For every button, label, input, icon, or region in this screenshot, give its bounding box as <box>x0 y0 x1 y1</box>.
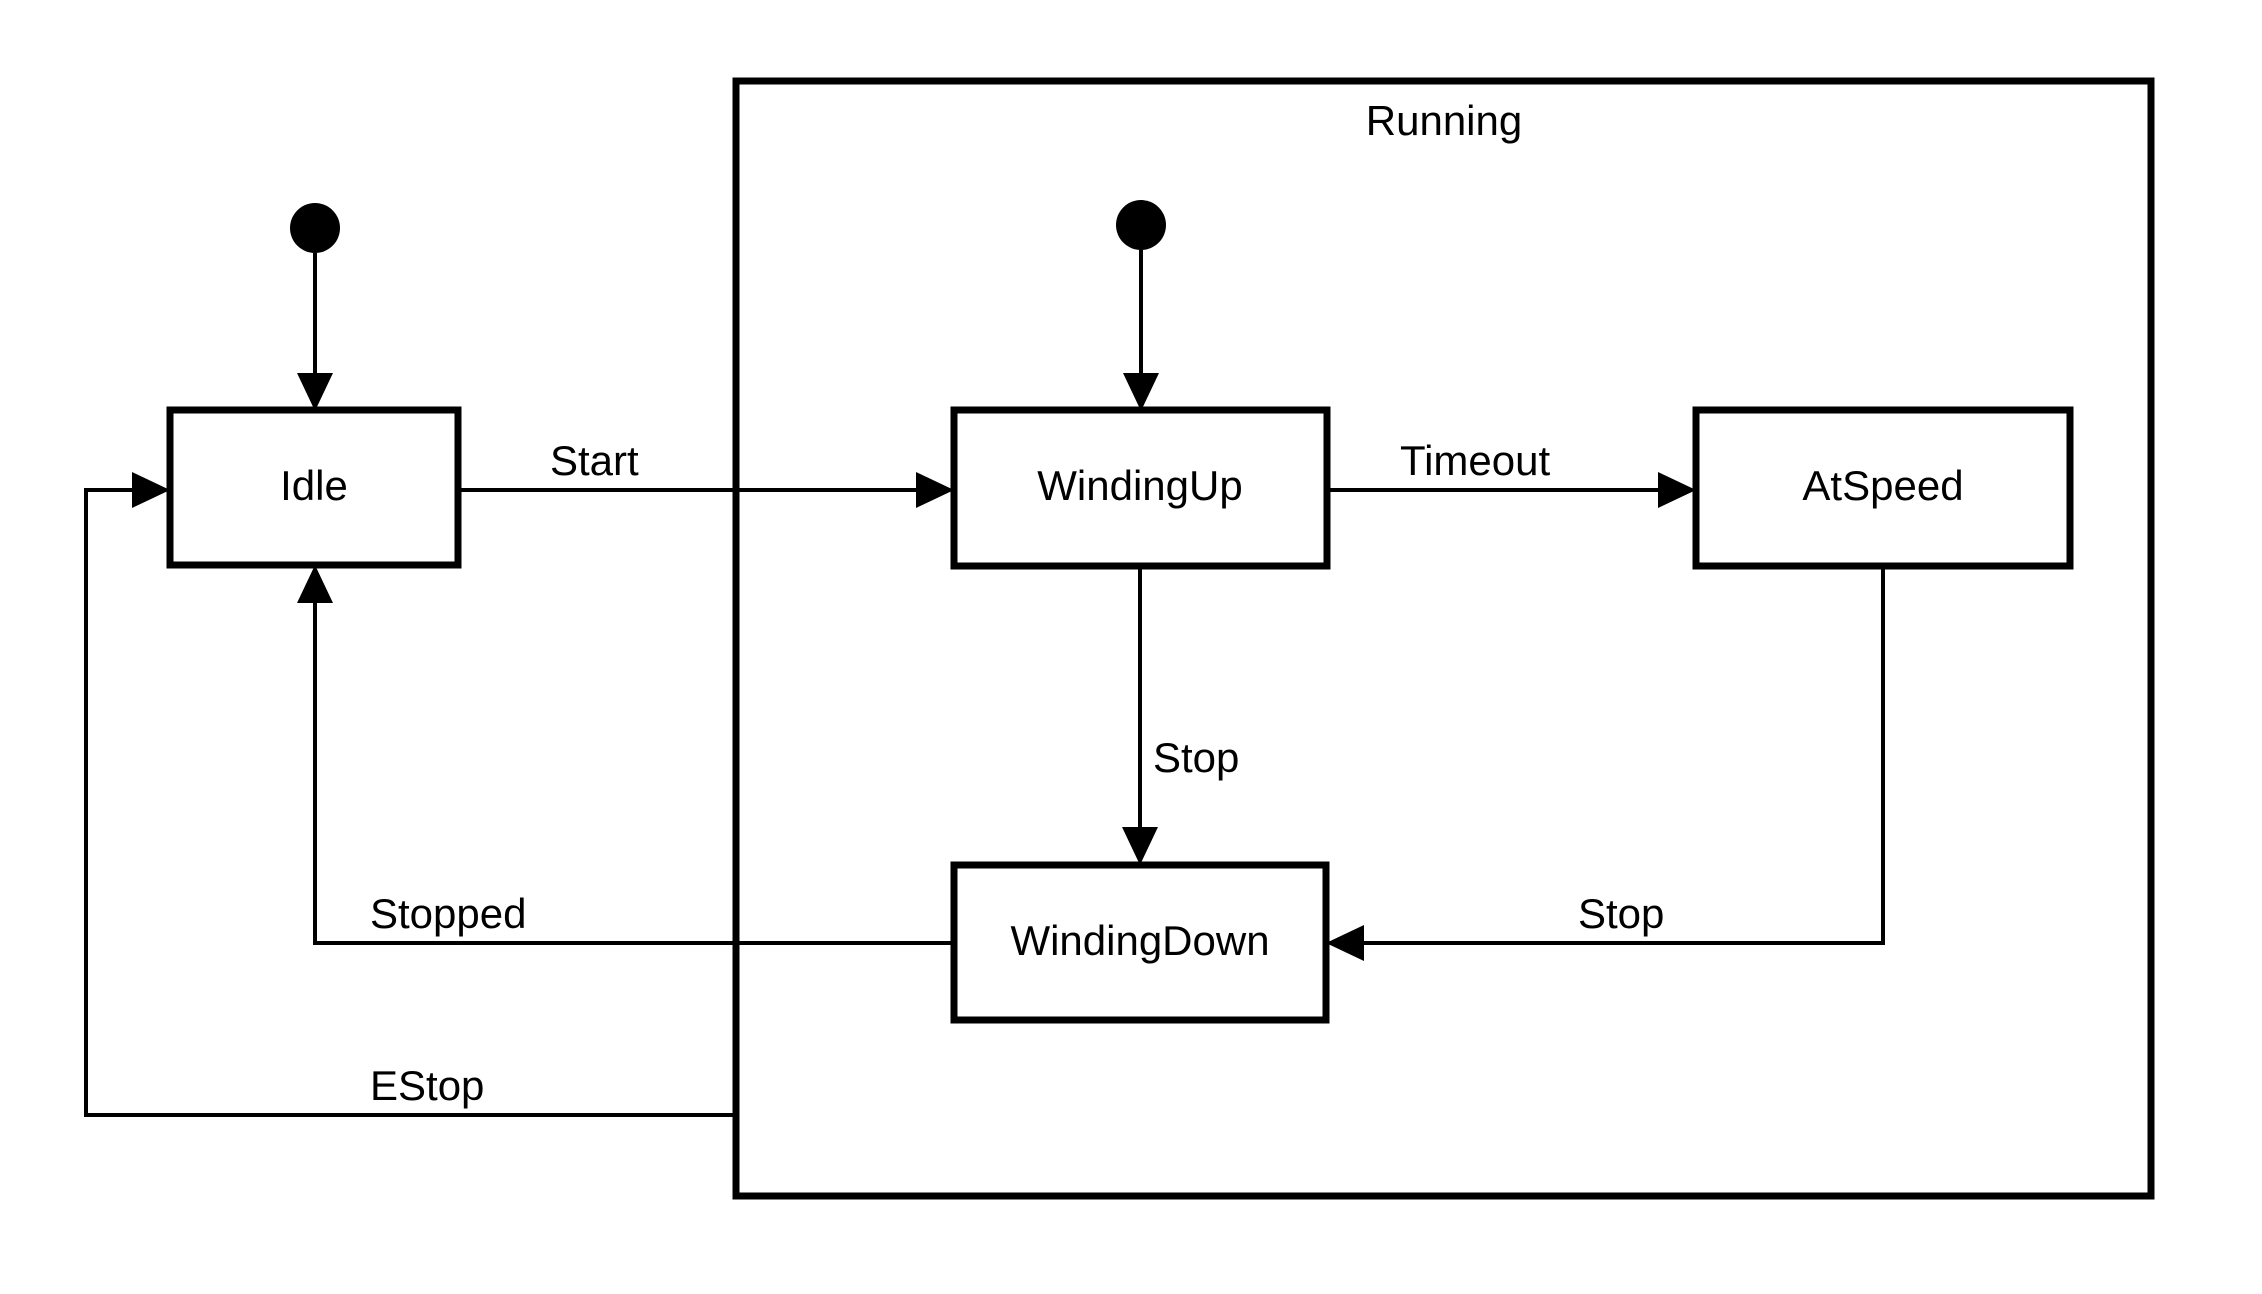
transition-start[interactable]: Start <box>458 437 954 508</box>
transition-stopped[interactable]: Stopped <box>297 565 954 945</box>
state-idle[interactable]: Idle <box>166 406 462 569</box>
transition-stopped-arrowhead <box>297 565 333 603</box>
initial-to-idle-arrowhead <box>297 373 333 411</box>
transition-stop-atspeed-arrowhead <box>1326 925 1364 961</box>
state-atspeed-box <box>1692 406 2074 570</box>
state-idle-box <box>166 406 462 569</box>
transition-estop[interactable]: EStop <box>84 472 736 1117</box>
state-atspeed[interactable]: AtSpeed <box>1692 406 2074 570</box>
initial-pseudostate-outer[interactable] <box>290 203 340 411</box>
initial-pseudostate-inner[interactable] <box>1116 200 1166 411</box>
initial-state-filled-circle-icon <box>290 203 340 253</box>
state-atspeed-label: AtSpeed <box>1802 462 1963 509</box>
state-windingup[interactable]: WindingUp <box>950 406 1331 570</box>
transition-estop-arrowhead <box>132 472 170 508</box>
transition-timeout[interactable]: Timeout <box>1327 437 1696 508</box>
composite-state-running-border <box>732 77 2155 1200</box>
transition-stop-atspeed[interactable]: Stop <box>1326 566 1885 961</box>
transition-timeout-label: Timeout <box>1400 437 1550 484</box>
transition-start-arrowhead <box>916 472 954 508</box>
state-idle-label: Idle <box>280 462 348 509</box>
transition-stop-windingup[interactable]: Stop <box>1122 566 1239 865</box>
state-windingdown-label: WindingDown <box>1010 917 1269 964</box>
transition-stop-atspeed-line <box>1349 566 1885 945</box>
transition-estop-line <box>84 488 736 1117</box>
state-windingup-box <box>950 406 1331 570</box>
transition-estop-label: EStop <box>370 1062 484 1109</box>
transition-start-label: Start <box>550 437 639 484</box>
composite-state-running[interactable]: Running <box>732 77 2155 1200</box>
transition-stopped-label: Stopped <box>370 890 526 937</box>
initial-to-windingup-arrowhead <box>1123 373 1159 411</box>
transition-stop-windingup-arrowhead <box>1122 827 1158 865</box>
transition-stop-atspeed-label: Stop <box>1578 890 1664 937</box>
transition-stop-windingup-label: Stop <box>1153 734 1239 781</box>
initial-state-filled-circle-inner-icon <box>1116 200 1166 250</box>
state-windingdown[interactable]: WindingDown <box>950 861 1330 1024</box>
transition-timeout-arrowhead <box>1658 472 1696 508</box>
composite-state-running-label: Running <box>1366 97 1522 144</box>
transition-stopped-line <box>313 588 954 945</box>
state-windingdown-box <box>950 861 1330 1024</box>
state-windingup-label: WindingUp <box>1037 462 1242 509</box>
